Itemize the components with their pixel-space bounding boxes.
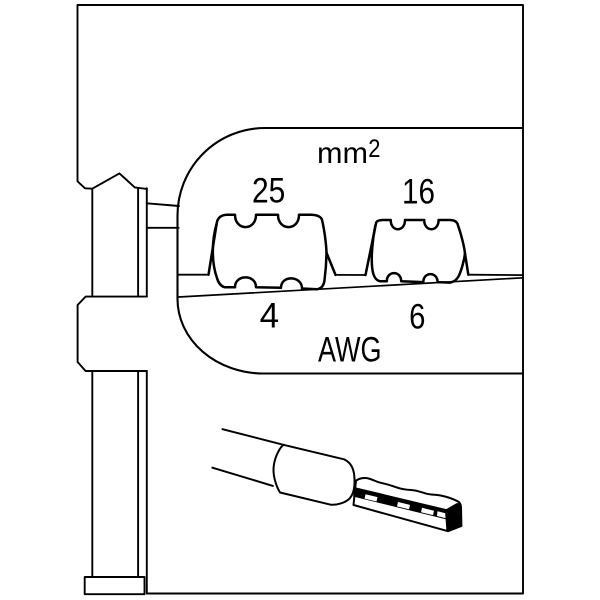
svg-text:16: 16 xyxy=(402,172,435,212)
svg-text:6: 6 xyxy=(409,296,425,336)
svg-text:mm: mm xyxy=(317,137,368,170)
svg-text:4: 4 xyxy=(260,296,280,336)
svg-text:2: 2 xyxy=(368,135,380,163)
svg-text:25: 25 xyxy=(252,170,285,210)
svg-text:AWG: AWG xyxy=(318,330,382,370)
